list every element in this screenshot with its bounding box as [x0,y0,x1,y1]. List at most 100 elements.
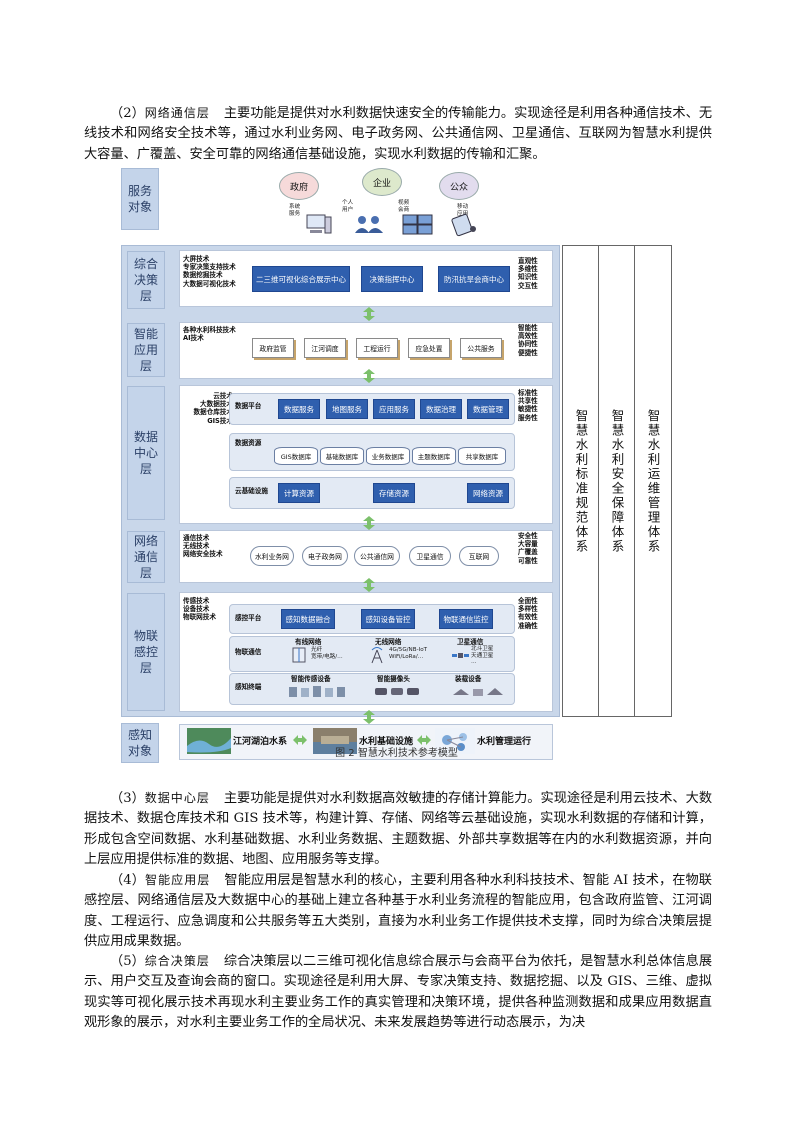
iot-comm-1: 有线网络 [295,638,322,646]
decision-box-3: 防汛抗旱会商中心 [438,266,510,292]
iot-platform-2: 感知设备管控 [361,609,415,629]
layer-label-service: 服务 对象 [121,168,159,230]
decision-props: 直观性 多维性 知识性 交互性 [518,257,538,290]
iot-tech: 传感技术 设备技术 物联网技术 [183,597,216,622]
updown-arrow-icon [363,307,375,321]
sense-object-1: 江河湖泊水系 [233,737,288,747]
service-gov: 政府 [279,172,319,200]
decision-box-2: 决策指挥中心 [361,266,423,292]
app-tech: 各种水利科技技术 AI技术 [183,326,236,343]
app-box-1: 政府监管 [252,338,294,358]
layer-label-app: 智能 应用 层 [127,323,165,377]
data-platform-1: 数据服务 [278,399,320,419]
data-infra-1: 计算资源 [278,483,320,503]
para-num: （5） [110,954,145,969]
data-resource-1: GIS数据库 [274,447,318,465]
double-arrow-icon [417,735,431,745]
mobile-device-icon [451,213,476,237]
net-cloud-1: 水利业务网 [250,546,294,566]
data-infra-3: 网络资源 [467,483,509,503]
iot-props: 全面性 多样性 有效性 准确性 [518,597,538,630]
layer-label-decision: 综合 决策 层 [127,251,165,309]
system-security-text: 智慧水利安全保障体系 [609,408,625,554]
sense-object-3: 水利管理运行 [477,737,532,747]
service-ent: 企业 [362,168,402,196]
updown-arrow-icon [363,516,375,530]
net-cloud-5: 互联网 [459,546,499,566]
data-infra-row [229,477,515,509]
data-props: 标准性 共享性 敏捷性 服务性 [518,389,538,422]
layer-label-sense: 感知 对象 [121,723,159,763]
data-platform-label: 数据平台 [235,402,262,410]
para-text: 主要功能是提供对水利数据高效敏捷的存储计算能力。实现途径是利用云技术、大数据技术… [84,791,713,868]
data-infra-2: 存储资源 [373,483,415,503]
updown-arrow-icon [363,578,375,592]
dam-photo-icon [313,728,357,754]
net-cloud-4: 卫星通信 [409,546,451,566]
data-platform-3: 应用服务 [373,399,415,419]
wired-network-icon [292,647,306,663]
iot-platform-1: 感知数据融合 [281,609,335,629]
iot-comm-3: 卫星通信 [457,638,484,646]
app-box-3: 工程运行 [356,338,398,358]
para-heading: 数据中心层 [144,791,210,805]
video-wall-icon [402,214,433,235]
system-operations-text: 智慧水利运维管理体系 [645,408,661,554]
sensor-devices-icon [289,686,345,697]
management-network-icon [435,728,475,754]
service-icon-label-b: 个人 用户 [342,200,354,213]
net-tech: 通信技术 无线技术 网络安全技术 [183,534,223,559]
para-text: 智能应用层是智慧水利的核心，主要利用各种水利科技技术、智能 AI 技术，在物联感… [84,873,712,950]
sense-panel [179,724,553,760]
users-icon [355,216,383,233]
para-heading: 智能应用层 [145,873,211,887]
data-platform-4: 数据治理 [420,399,462,419]
layer-label-data: 数据 中心 层 [127,386,165,520]
data-platform-2: 地图服务 [326,399,368,419]
app-box-4: 应急处置 [408,338,450,358]
layer-label-net: 网络 通信 层 [127,531,165,583]
architecture-diagram: 服务 对象 政府 企业 公众 系统 服务 个人 用户 视频 会商 移动 应用 综… [121,168,674,763]
data-tech: 云技术 大数据技术 数据仓库技术 GIS技术 [193,392,233,425]
para-num: （4） [110,873,146,888]
para-heading: 网络通信层 [144,106,210,120]
para-text: 综合决策层以二三维可视化信息综合展示与会商平台为依托，是智慧水利总体信息展示、用… [84,954,713,1031]
updown-arrow-icon [363,710,375,724]
updown-arrow-icon [363,369,375,383]
iot-term-3: 装载设备 [455,675,482,683]
decision-box-1: 二三维可视化综合展示中心 [252,266,350,292]
data-resource-3: 业务数据库 [366,447,410,465]
decision-tech: 大屏技术 专家决策支持技术 数据挖掘技术 大数据可视化技术 [183,255,236,288]
para-heading: 综合决策层 [144,954,210,968]
iot-platform-3: 物联通信监控 [439,609,493,629]
app-props: 智能性 高效性 协同性 便捷性 [518,324,538,357]
data-resource-label: 数据资源 [235,439,262,447]
carrier-devices-icon [453,688,503,696]
iot-term-1: 智能传感设备 [291,675,331,683]
app-box-5: 公共服务 [460,338,502,358]
system-standards: 智慧水利标准规范体系 [562,245,600,717]
iot-term-2: 智能摄像头 [377,675,410,683]
satellite-icon [452,653,469,658]
system-standards-text: 智慧水利标准规范体系 [573,408,589,554]
paragraph-smart-app: （4）智能应用层智能应用层是智慧水利的核心，主要利用各种水利科技技术、智能 AI… [84,870,712,953]
sense-object-2: 水利基础设施 [359,737,414,747]
paragraph-decision: （5）综合决策层综合决策层以二三维可视化信息综合展示与会商平台为依托，是智慧水利… [84,951,712,1034]
paragraph-network-layer: （2）网络通信层主要功能是提供对水利数据快速安全的传输能力。实现途径是利用各种通… [84,103,712,165]
figure-caption: 图 2 智慧水利技术参考模型 [335,748,458,759]
paragraph-data-center: （3）数据中心层主要功能是提供对水利数据高效敏捷的存储计算能力。实现途径是利用云… [84,788,712,871]
system-operations: 智慧水利运维管理体系 [634,245,672,717]
river-photo-icon [187,728,231,754]
iot-comm-detail-2: 4G/5G/NB-IoT WiFi/LoRa/… [389,647,428,660]
iot-term-row [229,673,515,705]
iot-term-label: 感知终端 [235,683,262,691]
service-icon-label-a: 系统 服务 [289,204,301,217]
para-num: （2） [110,106,145,121]
service-pub: 公众 [439,172,479,200]
net-cloud-3: 公共通信网 [354,546,400,566]
data-infra-label: 云基础设施 [235,487,268,495]
para-num: （3） [110,791,145,806]
para-text: 主要功能是提供对水利数据快速安全的传输能力。实现途径是利用各种通信技术、无线技术… [84,106,713,162]
app-box-2: 江河调度 [304,338,346,358]
net-props: 安全性 大容量 广覆盖 可靠性 [518,532,538,565]
